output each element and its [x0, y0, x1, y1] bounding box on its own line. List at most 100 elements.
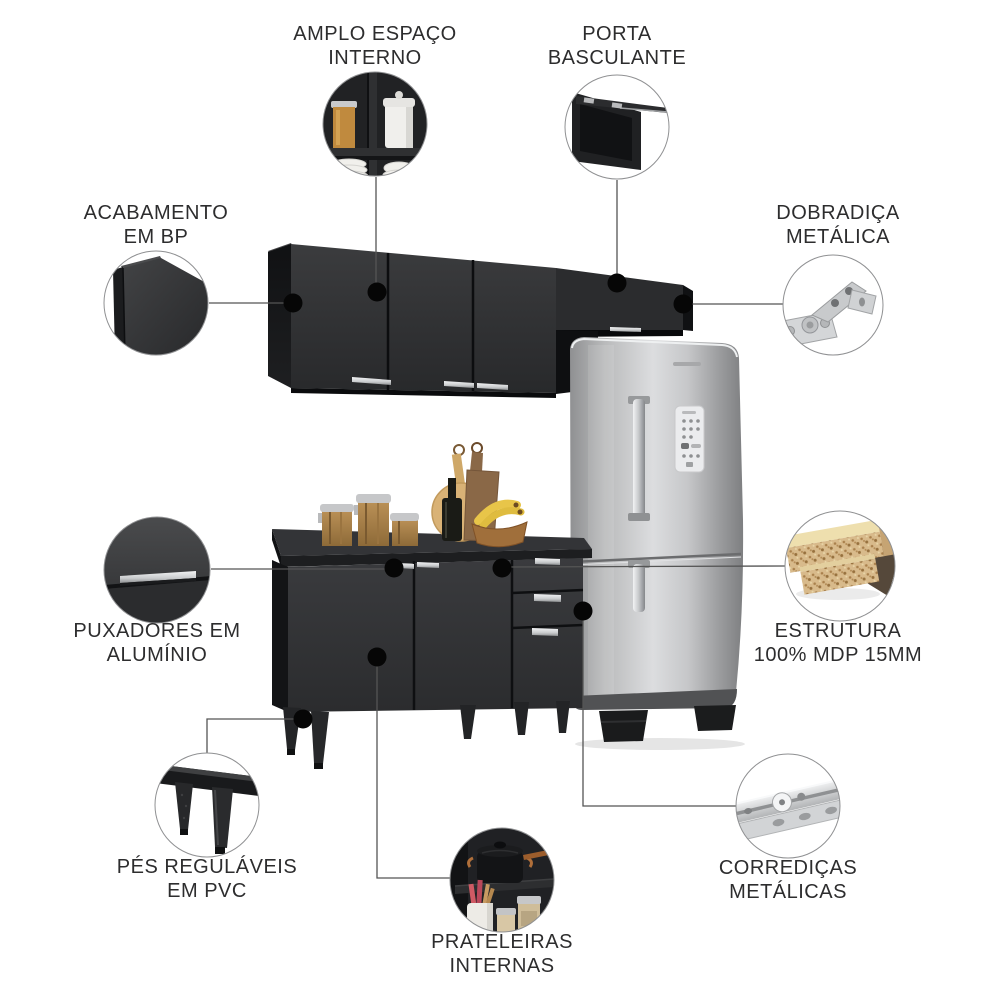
counter-front-edge	[281, 549, 592, 567]
label-line: DOBRADIÇA	[776, 202, 900, 224]
wall-cabinet-underside	[291, 388, 556, 398]
dot-estrutura	[492, 558, 512, 578]
counter-left-edge	[272, 529, 281, 567]
callout-ring-estrutura	[784, 510, 896, 622]
wall-door-handle-2	[444, 381, 474, 388]
callout-label-prateleiras: PRATELEIRAS INTERNAS	[431, 930, 573, 978]
bp-panel-corner-icon	[113, 256, 208, 355]
callout-label-puxadores: PUXADORES EM ALUMÍNIO	[73, 619, 240, 667]
dot-porta-basculante	[607, 273, 627, 293]
aluminum-handle-icon	[104, 517, 210, 623]
pvc-feet-icon	[155, 764, 259, 854]
spice-jar-1	[318, 504, 354, 546]
fridge-brand-mark	[673, 362, 701, 366]
label-line: METÁLICA	[785, 226, 891, 248]
callout-label-pes: PÉS REGULÁVEIS EM PVC	[117, 855, 297, 903]
fridge-foot-right	[694, 705, 736, 731]
counter-items	[318, 442, 528, 548]
connector-lines	[206, 177, 787, 879]
label-line: ESTRUTURA	[774, 620, 902, 642]
banana-bowl	[471, 499, 528, 548]
base-door-handle-right	[417, 562, 439, 568]
label-line: PÉS REGULÁVEIS	[116, 856, 298, 878]
callout-label-estrutura: ESTRUTURA 100% MDP 15MM	[754, 619, 922, 667]
label-line: BASCULANTE	[547, 47, 687, 69]
label-line: EM BP	[123, 226, 189, 248]
fridge-sheen	[588, 345, 614, 697]
label-line: EM PVC	[167, 880, 247, 902]
label-line: PORTA	[582, 23, 652, 45]
callout-dots	[283, 273, 693, 729]
dot-pes	[293, 709, 313, 729]
drawer-handle-1	[535, 558, 560, 565]
label-line: AMPLO ESPAÇO	[293, 23, 457, 45]
connector-estrutura	[501, 565, 787, 568]
callout-ring-acabamento	[103, 250, 209, 356]
label-line: METÁLICAS	[729, 881, 847, 903]
drawer-divider-1	[511, 588, 584, 595]
callout-ring-porta-basculante	[564, 74, 670, 180]
base-cabinet	[272, 529, 592, 769]
callout-label-porta-basculante: PORTA BASCULANTE	[548, 22, 686, 70]
fridge-top-rim-highlight	[571, 337, 738, 358]
flip-up-door-icon	[572, 92, 669, 170]
callout-label-amplo-espaco: AMPLO ESPAÇO INTERNO	[293, 22, 456, 70]
dot-puxadores	[384, 558, 404, 578]
black-pot	[467, 841, 549, 883]
fridge-floor-shadow	[575, 738, 745, 750]
over-fridge-cabinet-front	[556, 268, 683, 330]
wall-cabinet	[268, 243, 556, 398]
callout-ring-dobradica	[782, 254, 884, 356]
callout-ring-prateleiras	[449, 827, 555, 933]
fridge-foot-left-rib	[600, 720, 647, 723]
fridge-freezer-handle	[628, 396, 650, 521]
drawer-divider-2	[511, 623, 584, 630]
base-cabinet-side-panel	[272, 560, 288, 712]
fridge-door-gap	[570, 552, 742, 564]
wine-bottle	[442, 478, 462, 541]
callout-ring-corredicas	[735, 753, 841, 859]
cabinet-interior-icon	[323, 72, 427, 176]
fridge-door-gap-highlight	[570, 556, 742, 566]
fridge-control-panel	[674, 405, 705, 473]
over-fridge-door-handle	[610, 327, 641, 332]
internal-shelves-icon	[450, 828, 554, 932]
label-line: INTERNAS	[449, 955, 555, 977]
refrigerator	[570, 337, 745, 750]
connector-corredicas	[582, 611, 737, 807]
connector-prateleiras	[376, 657, 451, 879]
callout-label-dobradica: DOBRADIÇA METÁLICA	[776, 201, 899, 249]
dot-amplo-espaco	[367, 282, 387, 302]
label-line: PRATELEIRAS	[431, 931, 573, 953]
label-line: INTERNO	[328, 47, 422, 69]
callout-ring-amplo-espaco	[322, 71, 428, 177]
callout-label-acabamento: ACABAMENTO EM BP	[84, 201, 229, 249]
fridge-base-band	[573, 689, 737, 710]
dot-dobradica	[673, 294, 693, 314]
label-line: ALUMÍNIO	[106, 644, 208, 666]
base-cabinet-front	[288, 558, 583, 712]
label-line: PUXADORES EM	[73, 620, 241, 642]
wall-door-handle-1	[352, 377, 391, 385]
drawer-handle-2	[534, 594, 561, 602]
metal-slide-icon	[736, 777, 840, 842]
callout-ring-puxadores	[103, 516, 211, 624]
dot-prateleiras	[367, 647, 387, 667]
base-cabinet-feet	[283, 701, 570, 769]
callout-label-corredicas: CORREDIÇAS METÁLICAS	[719, 856, 857, 904]
dot-acabamento	[283, 293, 303, 313]
fridge-foot-left	[599, 710, 648, 742]
drawer-handle-3	[532, 628, 558, 636]
label-line: 100% MDP 15MM	[753, 644, 923, 666]
spice-jar-3	[390, 513, 419, 546]
label-line: CORREDIÇAS	[718, 857, 858, 879]
label-line: ACABAMENTO	[83, 202, 229, 224]
wall-cabinet-front	[291, 244, 556, 393]
wall-door-handle-3	[477, 383, 508, 390]
callout-ring-pes	[154, 752, 260, 858]
wall-cabinet-side-panel	[268, 244, 291, 388]
connector-pes	[206, 718, 303, 754]
spice-jar-2	[354, 494, 391, 546]
